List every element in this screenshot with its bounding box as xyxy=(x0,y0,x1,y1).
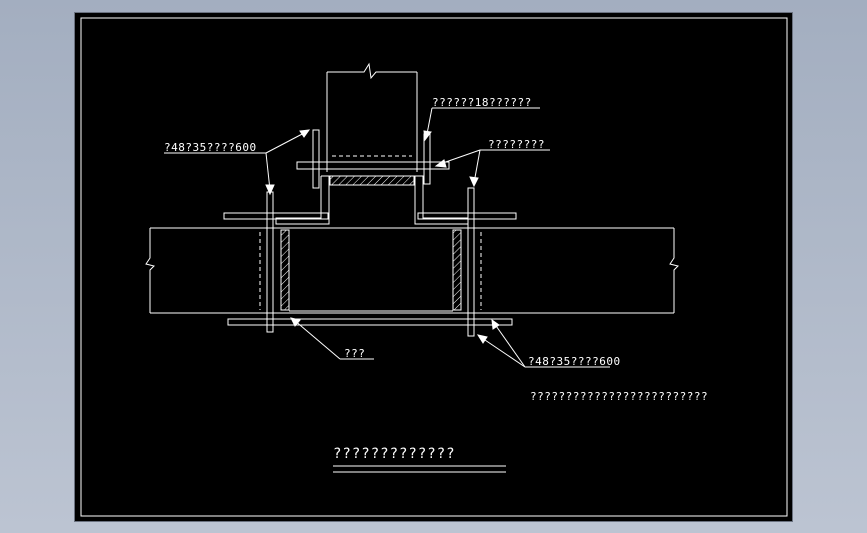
drawing-sheet xyxy=(74,12,793,522)
left-flange-plate xyxy=(223,212,329,220)
upper-duct xyxy=(326,62,418,172)
right-flange-plate xyxy=(417,212,517,220)
label-left-anchor: ?48?35????600 xyxy=(164,141,257,154)
inner-border xyxy=(80,17,788,517)
label-right-side: ???????? xyxy=(488,138,545,151)
floor-slab xyxy=(145,227,679,314)
upper-seal-hatch xyxy=(329,175,415,186)
right-angle-bracket xyxy=(414,175,469,225)
left-sleeve-hatch xyxy=(280,229,290,311)
right-anchor-bolt xyxy=(467,187,475,337)
right-sleeve-hatch xyxy=(452,229,462,311)
drawing-title: ????????????? xyxy=(333,446,456,462)
left-fin xyxy=(312,129,320,189)
drawing-note: ????????????????????????? xyxy=(530,390,708,403)
right-fin xyxy=(423,133,431,185)
bottom-plate xyxy=(227,318,513,326)
left-angle-bracket xyxy=(275,175,330,225)
top-flange-plate xyxy=(296,161,450,170)
label-bottom-left: ??? xyxy=(344,347,365,360)
label-bottom-right-anchor: ?48?35????600 xyxy=(528,355,621,368)
leaders xyxy=(164,107,610,368)
label-top-right: ??????18?????? xyxy=(432,96,532,109)
